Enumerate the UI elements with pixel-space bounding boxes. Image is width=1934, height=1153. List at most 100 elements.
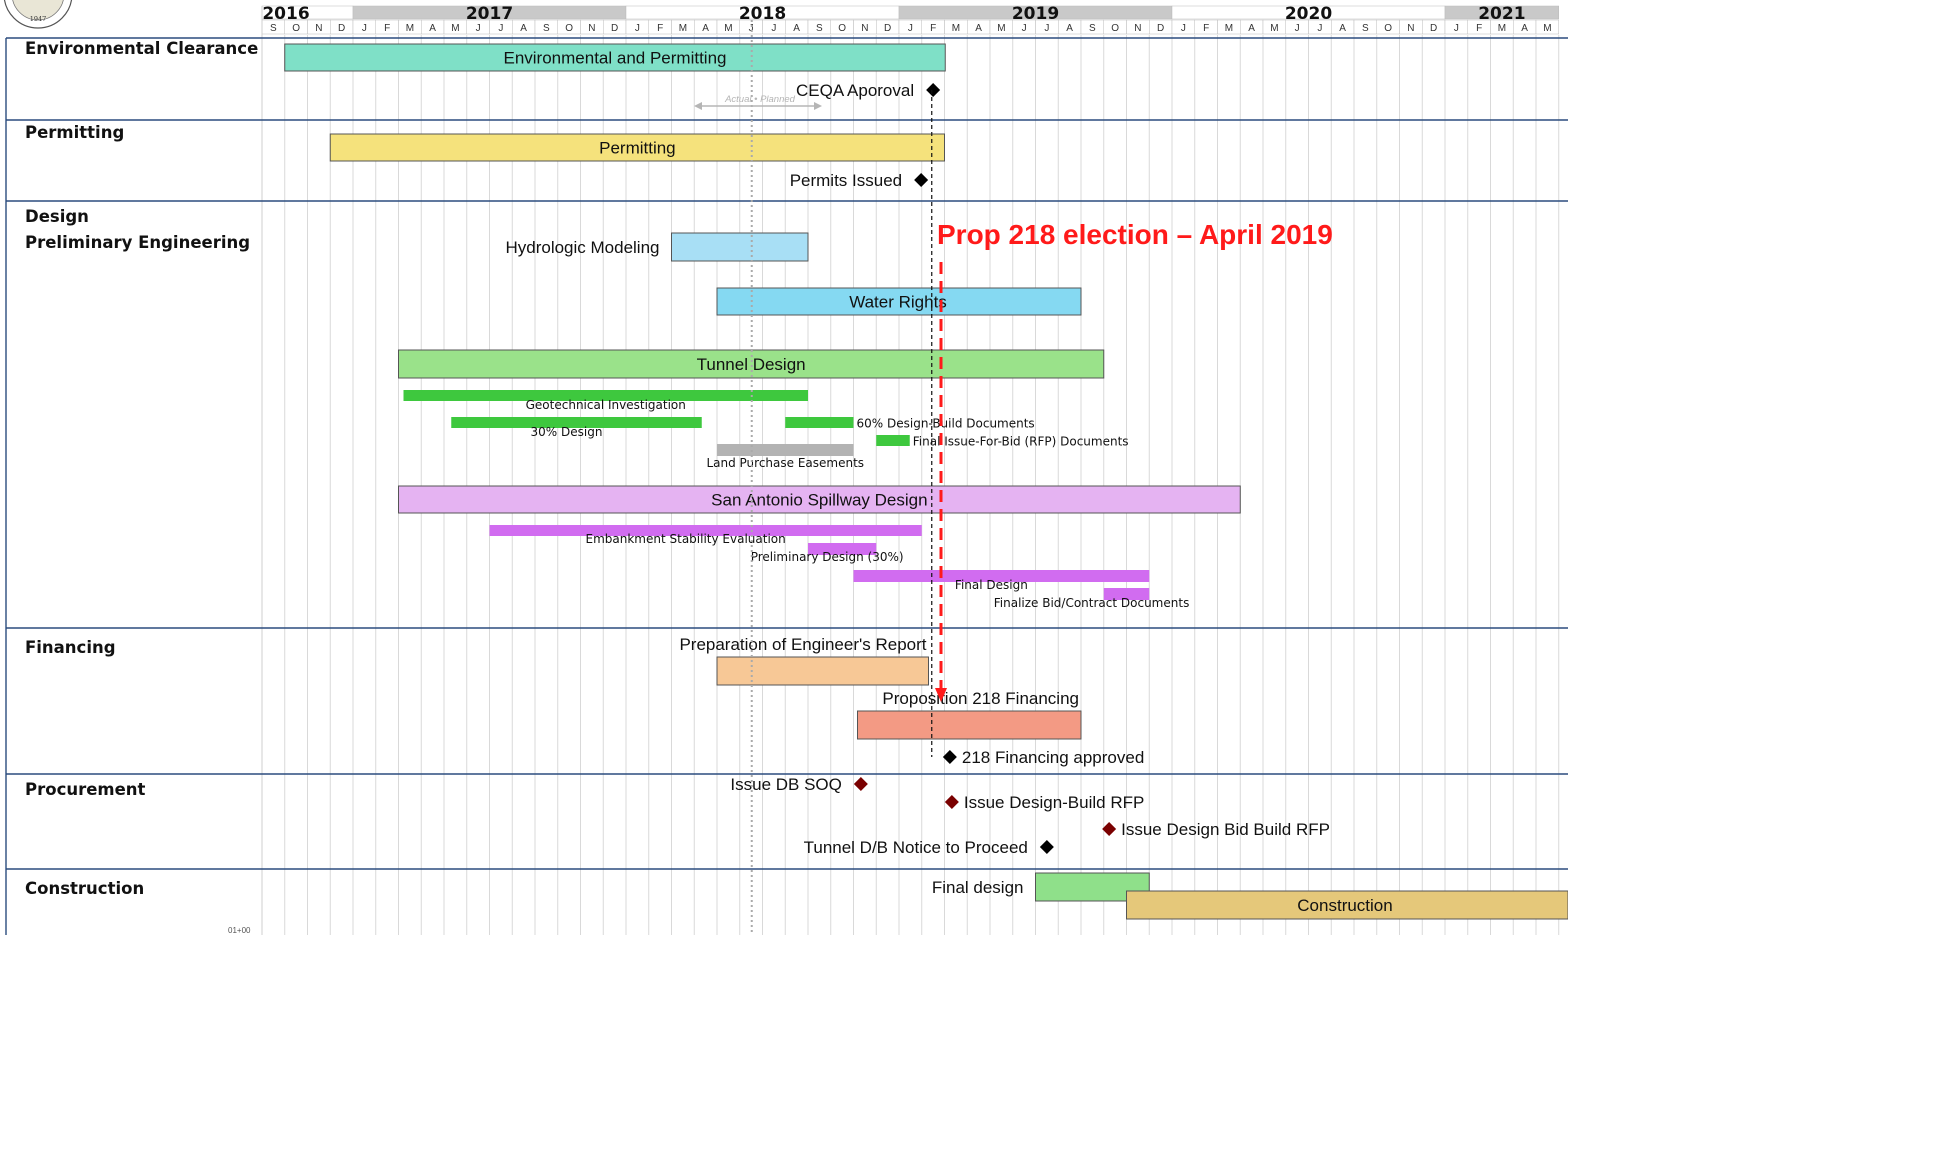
month-label: A: [1521, 23, 1528, 34]
month-label: D: [611, 23, 618, 34]
section-label-financing: Financing: [25, 638, 116, 657]
month-label: J: [771, 23, 776, 34]
actual-planned-label: Actual • Planned: [724, 94, 796, 105]
arrow-head-right: [814, 102, 822, 110]
task-label: Embankment Stability Evaluation: [586, 532, 786, 546]
task-label: Hydrologic Modeling: [505, 238, 659, 257]
task-bar: [716, 287, 1082, 316]
month-label: S: [270, 23, 277, 34]
month-label: J: [476, 23, 481, 34]
task-bar: [1126, 890, 1568, 920]
month-cell: [1535, 19, 1559, 35]
section-label-procurement: Procurement: [25, 780, 146, 799]
year-label: 2018: [739, 4, 786, 24]
milestone-label: Issue DB SOQ: [730, 775, 841, 794]
task-bar: [489, 525, 922, 536]
month-label: N: [1134, 23, 1141, 34]
month-label: O: [565, 23, 573, 34]
month-label: M: [724, 23, 732, 34]
section-label-design: Design: [25, 207, 89, 226]
month-label: J: [1317, 23, 1322, 34]
arrow-head-left: [694, 102, 702, 110]
milestone-diamond: [926, 83, 941, 97]
month-label: M: [679, 23, 687, 34]
month-label: N: [315, 23, 322, 34]
month-label: N: [861, 23, 868, 34]
month-label: N: [588, 23, 595, 34]
year-label: 2019: [1012, 4, 1059, 24]
task-label: 60% Design-Build Documents: [857, 417, 1035, 431]
milestone-diamond: [942, 750, 957, 764]
month-label: J: [1295, 23, 1300, 34]
task-label: Final Issue-For-Bid (RFP) Documents: [913, 435, 1129, 449]
milestone-diamond: [944, 795, 959, 809]
milestone-label: Issue Design-Build RFP: [964, 793, 1144, 812]
month-label: J: [908, 23, 913, 34]
month-label: J: [749, 23, 754, 34]
year-label: 2017: [466, 4, 513, 24]
month-label: M: [406, 23, 414, 34]
milestone-diamond: [853, 777, 868, 791]
month-label: M: [997, 23, 1005, 34]
task-label: Preliminary Design (30%): [751, 550, 904, 564]
year-label: 2020: [1285, 4, 1332, 24]
task-label: Preparation of Engineer's Report: [679, 635, 926, 654]
month-label: F: [657, 23, 663, 34]
month-label: M: [1225, 23, 1233, 34]
task-label: Tunnel Design: [697, 355, 806, 374]
month-gridlines: [261, 35, 1560, 935]
task-bar: [876, 435, 910, 446]
month-label: A: [975, 23, 982, 34]
month-label: J: [635, 23, 640, 34]
month-label: S: [543, 23, 550, 34]
task-label: Construction: [1297, 896, 1392, 915]
milestone-label: CEQA Aporoval: [796, 81, 914, 100]
milestone-diamond: [1039, 840, 1054, 854]
month-label: J: [1022, 23, 1027, 34]
month-label: J: [1044, 23, 1049, 34]
month-label: J: [362, 23, 367, 34]
month-label: J: [1181, 23, 1186, 34]
task-bar: [398, 485, 1241, 514]
month-label: O: [1111, 23, 1119, 34]
section-label-construction: Construction: [25, 879, 145, 898]
task-bar: [853, 570, 1150, 582]
task-bar: [451, 417, 702, 428]
milestone-label: Tunnel D/B Notice to Proceed: [804, 838, 1028, 857]
month-label: M: [1543, 23, 1551, 34]
task-bar: [398, 349, 1105, 379]
task-bar: [403, 390, 808, 401]
task-label: Environmental and Permitting: [503, 49, 726, 68]
task-label: Final Design: [955, 578, 1028, 592]
month-label: F: [930, 23, 936, 34]
month-label: A: [1248, 23, 1255, 34]
prop218-arrow-head: [935, 688, 947, 702]
month-label: M: [1270, 23, 1278, 34]
month-label: O: [1384, 23, 1392, 34]
section-dividers: [5, 37, 1568, 935]
month-label: M: [952, 23, 960, 34]
task-bar: [329, 133, 945, 162]
month-label: M: [1498, 23, 1506, 34]
month-label: D: [1157, 23, 1164, 34]
month-label: N: [1407, 23, 1414, 34]
month-label: J: [498, 23, 503, 34]
section-label-preliminary-engineering: Preliminary Engineering: [25, 233, 251, 252]
month-label: S: [816, 23, 823, 34]
task-label: Permitting: [599, 139, 676, 158]
year-label: 2016: [262, 4, 309, 24]
month-label: A: [793, 23, 800, 34]
month-label: O: [838, 23, 846, 34]
month-label: A: [429, 23, 436, 34]
task-bar: [785, 417, 854, 428]
task-label: Proposition 218 Financing: [882, 689, 1079, 708]
logo-year: 1947: [30, 15, 47, 23]
task-bar: [857, 710, 1082, 740]
milestone-label: 218 Financing approved: [962, 748, 1144, 767]
month-label: A: [702, 23, 709, 34]
month-label: D: [884, 23, 891, 34]
task-bar: [717, 444, 854, 456]
month-label: A: [1339, 23, 1346, 34]
